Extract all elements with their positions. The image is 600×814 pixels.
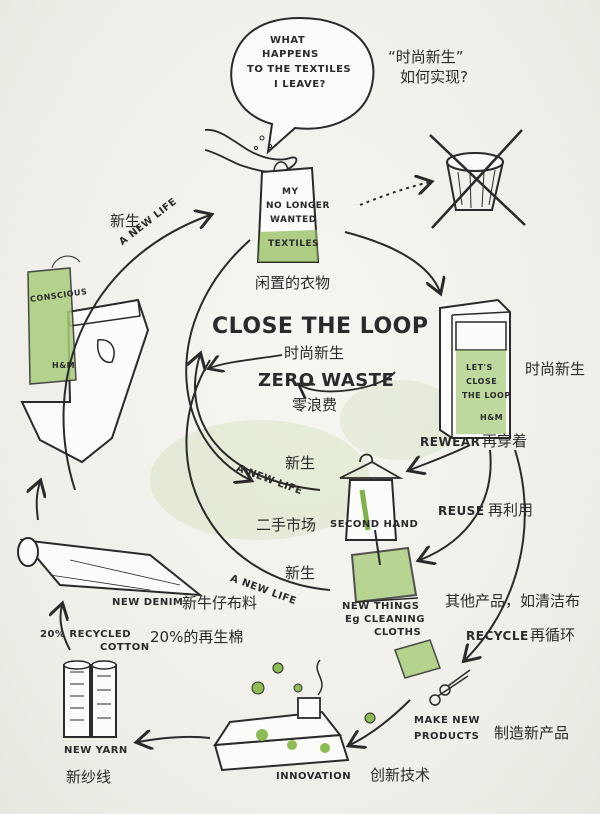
hanger-top-icon xyxy=(339,453,404,541)
zero-waste-title: ZERO WASTE xyxy=(258,370,395,391)
speech-bubble xyxy=(230,16,375,155)
recycled-pct-label: 20% RECYCLED xyxy=(40,629,132,640)
jeans-icon xyxy=(20,298,150,464)
bin-line-3: THE LOOP xyxy=(462,391,511,400)
bag-line-3: WANTED xyxy=(270,215,317,225)
scissors-icon xyxy=(394,639,471,706)
yarn-spool-icon xyxy=(63,660,117,738)
arrow-to-rewear xyxy=(410,444,471,470)
recycle-cn: 再循环 xyxy=(530,626,576,644)
bag-cn-label: 闲置的衣物 xyxy=(255,274,331,292)
cleaning-cloth-icon xyxy=(350,529,419,604)
new-yarn-cn: 新纱线 xyxy=(66,768,112,786)
arrow-to-recycle xyxy=(465,449,526,660)
second-hand-cn: 二手市场 xyxy=(256,516,317,534)
question-cn-line1: “时尚新生” xyxy=(388,48,464,66)
hand-icon xyxy=(204,128,298,173)
innovation-label: INNOVATION xyxy=(276,771,352,782)
bin-line-2: CLOSE xyxy=(466,377,498,386)
crossed-trash-icon xyxy=(429,129,526,229)
bubble-line-3: TO THE TEXTILES xyxy=(247,64,352,75)
arrow-inner-loop xyxy=(185,239,250,480)
machine-icon xyxy=(213,659,350,772)
recycle-label: RECYCLE xyxy=(466,629,529,643)
new-life-cn-top: 新生 xyxy=(110,212,141,230)
textile-bag-icon xyxy=(256,161,320,263)
new-denim-cn: 新牛仔布料 xyxy=(182,594,258,612)
arrow-close-loop xyxy=(210,354,283,368)
fabric-roll-icon xyxy=(17,537,204,597)
question-cn-line2: 如何实现? xyxy=(400,68,468,86)
bin-line-1: LET'S xyxy=(466,363,493,372)
fiber-flakes-icon xyxy=(251,662,376,724)
tag-brand: H&M xyxy=(52,361,76,370)
rewear-cn: 再穿着 xyxy=(482,432,528,450)
reuse-label: REUSE xyxy=(438,504,485,518)
close-the-loop-title: CLOSE THE LOOP xyxy=(212,314,429,339)
new-things-eg: Eg CLEANING xyxy=(345,614,425,625)
arrow-to-innovation xyxy=(350,699,411,745)
sparkle-icon xyxy=(254,135,272,150)
arrow-bag-to-bin xyxy=(344,231,440,292)
new-things-cloths: CLOTHS xyxy=(374,627,422,638)
recycled-cotton-label: COTTON xyxy=(100,642,150,653)
new-life-cn-low: 新生 xyxy=(285,564,316,582)
dotted-arrow xyxy=(359,182,430,206)
bin-cn-label: 时尚新生 xyxy=(525,360,586,378)
bubble-line-1: WHAT xyxy=(270,35,306,46)
rewear-label: REWEAR xyxy=(420,435,481,449)
bubble-line-4: I LEAVE? xyxy=(274,79,326,90)
bag-line-4: TEXTILES xyxy=(268,239,320,249)
bin-brand: H&M xyxy=(480,413,504,422)
products-label: PRODUCTS xyxy=(414,731,480,742)
innovation-cn: 创新技术 xyxy=(370,766,431,784)
arrow-to-yarn xyxy=(138,737,211,742)
zero-waste-cn: 零浪费 xyxy=(292,396,338,414)
arrow-to-jeans xyxy=(37,482,40,521)
bag-line-1: MY xyxy=(282,187,299,197)
collection-bin-icon xyxy=(439,298,511,439)
new-things-cn: 其他产品，如清洁布 xyxy=(445,592,581,610)
bag-line-2: NO LONGER xyxy=(266,201,330,211)
recycled-cn: 20%的再生棉 xyxy=(150,628,244,646)
second-hand-label: SECOND HAND xyxy=(330,519,419,530)
close-the-loop-cn: 时尚新生 xyxy=(284,344,345,362)
green-wash-right xyxy=(340,380,460,460)
reuse-cn: 再利用 xyxy=(488,501,534,519)
arrow-loop-left xyxy=(62,215,210,491)
arrow-reuse-loop xyxy=(185,359,331,591)
new-denim-label: NEW DENIM xyxy=(112,597,184,608)
price-tag-icon xyxy=(27,255,81,385)
bubble-line-2: HAPPENS xyxy=(262,49,319,60)
new-yarn-label: NEW YARN xyxy=(64,745,128,756)
make-new-label: MAKE NEW xyxy=(414,715,480,726)
arrow-to-reuse xyxy=(420,449,492,560)
arrow-to-denim xyxy=(60,605,71,651)
green-wash-center xyxy=(150,420,370,540)
new-life-cn-mid: 新生 xyxy=(285,454,316,472)
arrow-rewear-loop xyxy=(195,355,321,491)
make-new-cn: 制造新产品 xyxy=(494,724,570,742)
new-things-label: NEW THINGS xyxy=(342,601,420,612)
arrow-zero-waste xyxy=(300,371,396,391)
